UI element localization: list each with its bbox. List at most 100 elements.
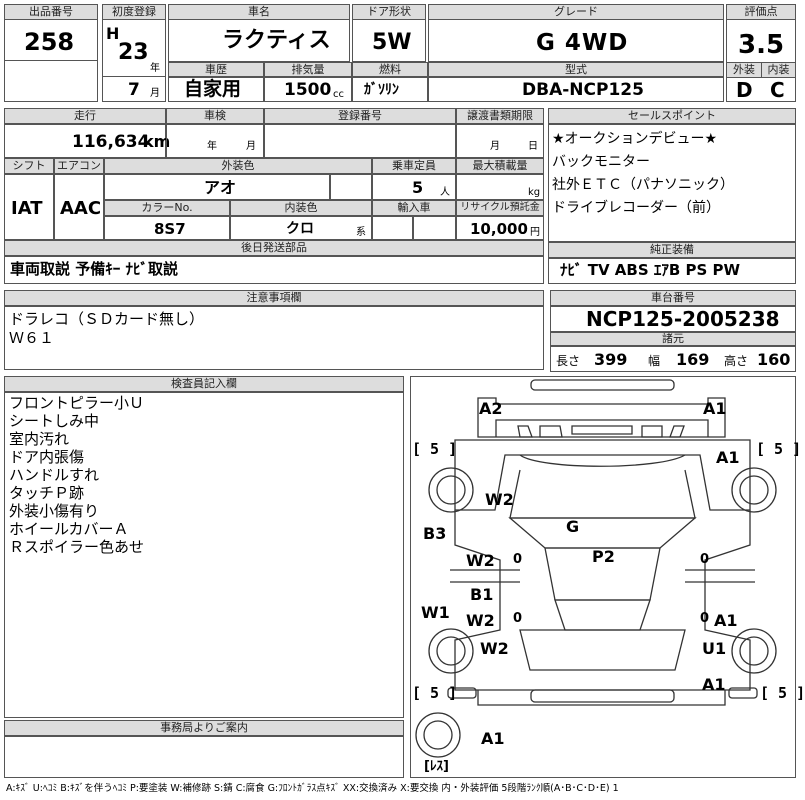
chassis-cell: [550, 306, 796, 332]
reg-era: H: [106, 24, 120, 43]
sales-line: ドライブレコーダー（前）: [552, 200, 720, 216]
inspector-line: ドア内張傷: [9, 448, 85, 466]
damage-mark: G: [566, 517, 580, 536]
damage-mark: A1: [702, 675, 726, 694]
notes-cell: [4, 306, 544, 370]
damage-mark: B3: [423, 524, 447, 543]
lot-number: 258: [24, 28, 75, 56]
model-value: DBA-NCP125: [522, 80, 644, 100]
car-diagram-panel: [410, 376, 796, 778]
recycle-unit: 円: [530, 227, 540, 238]
chassis-header: 車台番号: [550, 290, 796, 306]
sales-header: セールスポイント: [548, 108, 796, 124]
inspection-month-unit: 月: [246, 141, 256, 152]
office-header: 事務局よりご案内: [4, 720, 404, 736]
history-header: 車歴: [168, 62, 264, 78]
grade-value: G 4WD: [536, 30, 629, 56]
inspector-cell: [4, 392, 404, 718]
shift-header: シフト: [4, 158, 54, 174]
color-extra-cell: [330, 174, 372, 200]
reg-year: 23: [118, 40, 149, 65]
damage-mark: A1: [716, 448, 740, 467]
width-value: 169: [676, 350, 710, 369]
damage-mark: W2: [485, 490, 514, 509]
length-label: 長さ: [556, 354, 581, 368]
sales-line: 社外ＥＴＣ（パナソニック）: [552, 177, 734, 193]
tire-fl-rating: [ 5 ]: [412, 440, 458, 458]
equipment-value: ﾅﾋﾞ TV ABS ｴｱB PS PW: [560, 261, 741, 279]
color-no-header: カラーNo.: [104, 200, 230, 216]
import-header: 輸入車: [372, 200, 456, 216]
load-unit: kg: [528, 187, 541, 198]
door-zero: 0: [513, 611, 523, 626]
damage-mark: A1: [703, 399, 727, 418]
ext-header: 外装: [726, 62, 762, 78]
plate-header: 登録番号: [264, 108, 456, 124]
shift-cell: [4, 174, 54, 240]
notes-line: ドラレコ（ＳＤカード無し）: [9, 310, 205, 328]
damage-mark: P2: [592, 547, 615, 566]
door-header: ドア形状: [352, 4, 426, 20]
deadline-day-unit: 日: [528, 141, 538, 152]
mileage-cell: [4, 124, 166, 158]
car-name: ラクティス: [222, 28, 331, 53]
interior-header: 内装色: [230, 200, 372, 216]
ext-grade: D: [736, 78, 753, 102]
damage-mark: U1: [702, 639, 727, 658]
damage-mark: A1: [714, 611, 738, 630]
equipment-header: 純正装備: [548, 242, 796, 258]
reg-year-unit: 年: [150, 63, 160, 74]
later-parts-cell: [4, 256, 544, 284]
later-parts-value: 車両取説 予備ｷｰ ﾅﾋﾞ取説: [10, 260, 178, 278]
load-cell: [456, 174, 544, 200]
displacement-unit: cc: [333, 89, 344, 100]
damage-mark: W2: [466, 611, 495, 630]
grade-header: グレード: [428, 4, 724, 20]
notes-header: 注意事項欄: [4, 290, 544, 306]
height-value: 160: [757, 350, 791, 369]
deadline-header: 譲渡書類期限: [456, 108, 544, 124]
equipment-cell: [548, 258, 796, 284]
recycle-header: リサイクル預託金: [456, 200, 544, 216]
inspection-header: 車検: [166, 108, 264, 124]
lot-header: 出品番号: [4, 4, 98, 20]
ac-cell: [54, 174, 104, 240]
reg-month-unit: 月: [150, 88, 160, 99]
spec-header: 諸元: [550, 332, 796, 346]
inspection-year-unit: 年: [207, 141, 217, 152]
reg-header: 初度登録: [102, 4, 166, 20]
inspector-line: フロントピラー小Ｕ: [9, 394, 145, 412]
reg-month-cell: [102, 76, 166, 102]
model-header: 型式: [428, 62, 724, 78]
ac-value: AAC: [60, 198, 102, 219]
int-header: 内装: [761, 62, 796, 78]
deadline-cell: [456, 124, 544, 158]
damage-mark: W2: [466, 551, 495, 570]
inspector-line: シートしみ中: [9, 412, 100, 430]
legend: A:ｷｽﾞ U:ﾍｺﾐ B:ｷｽﾞを伴うﾍｺﾐ P:要塗装 W:補修跡 S:錆 …: [6, 783, 619, 794]
door-zero: 0: [700, 611, 710, 626]
displacement-header: 排気量: [264, 62, 352, 78]
displacement-cell: [264, 76, 352, 102]
damage-mark: A2: [479, 399, 503, 418]
inspector-line: 室内汚れ: [9, 430, 70, 448]
interior-cell: [230, 216, 372, 240]
notes-line: Ｗ６１: [9, 329, 55, 347]
tire-rr-rating: [ 5 ]: [760, 684, 805, 702]
interior-value: クロ: [286, 221, 314, 237]
tire-rl-rating: [ 5 ]: [412, 684, 458, 702]
car-diagram: [415, 379, 777, 758]
inspector-line: ホイールカバーＡ: [9, 520, 129, 538]
interior-unit: 系: [356, 227, 366, 238]
history-cell: [168, 76, 264, 102]
capacity-value: 5: [412, 178, 424, 197]
sales-line: ★オークションデビュー★: [552, 131, 718, 147]
ac-header: エアコン: [54, 158, 104, 174]
displacement-value: 1500: [284, 80, 332, 100]
history-value: 自家用: [184, 78, 242, 100]
door-zero: 0: [700, 552, 710, 567]
plate-cell: [264, 124, 456, 158]
load-header: 最大積載量: [456, 158, 544, 174]
damage-mark: W1: [421, 603, 450, 622]
int-grade: C: [770, 78, 785, 102]
